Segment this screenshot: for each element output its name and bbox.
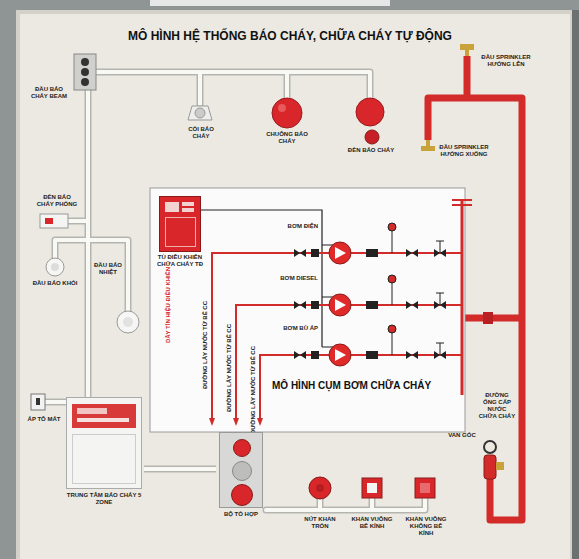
cabinet-door (165, 217, 196, 247)
device-label: ĐÈN BÁO CHÁY PHÒNG (34, 194, 80, 208)
device-label: KHẨN VUÔNG KHÔNG BỂ KÍNH (402, 516, 450, 537)
device-label: ĐẦU SPRINKLER HƯỚNG LÊN (480, 54, 532, 68)
device-label: ĐÈN BÁO CHÁY (345, 147, 397, 154)
pipe-label: ĐƯỜNG LẤY NƯỚC TỪ BỂ CC (250, 346, 257, 434)
node-label: TRUNG TÂM BÁO CHÁY 5 ZONE (64, 492, 144, 506)
conduit (144, 467, 216, 471)
node-label: TỦ ĐIỀU KHIỂN CHỮA CHÁY TĐ (154, 254, 206, 268)
combo-light (233, 439, 251, 457)
device-label: ĐẦU BÁO CHÁY BEAM (26, 86, 72, 100)
device-label: NÚT KHẨN TRÒN (296, 516, 344, 530)
board-title: MÔ HÌNH HỆ THỐNG BÁO CHÁY, CHỮA CHÁY TỰ … (90, 30, 490, 44)
panel-leds (77, 418, 129, 422)
conduit-outline (144, 465, 216, 472)
device-label: VAN GÓC (444, 432, 480, 439)
device-label: BƠM DIESEL (278, 275, 318, 282)
combo-speaker (232, 461, 252, 481)
device-label: CÒI BÁO CHÁY (180, 126, 222, 140)
node-label: BỘ TỔ HỢP (216, 511, 266, 518)
cabinet-panel (182, 202, 194, 206)
device-label: CHUÔNG BÁO CHÁY (257, 131, 317, 145)
combo-body (219, 432, 263, 508)
panel-display (77, 408, 107, 414)
device-label: ĐƯỜNG ỐNG CẤP NƯỚC CHỮA CHÁY (478, 392, 516, 420)
control-cabinet: TỦ ĐIỀU KHIỂN CHỮA CHÁY TĐ (154, 196, 206, 268)
fire-alarm-control-panel: TRUNG TÂM BÁO CHÁY 5 ZONE (64, 397, 144, 506)
cabinet-panel (165, 202, 179, 212)
device-label: BƠM ĐIỆN (278, 223, 318, 230)
cabinet-panel (182, 208, 194, 212)
device-label: ĐẦU SPRINKLER HƯỚNG XUỐNG (438, 144, 490, 158)
wire-connector (144, 468, 216, 469)
panel-heading: MÔ HÌNH CỤM BƠM CHỮA CHÁY (272, 380, 431, 392)
device-label: BƠM BÙ ÁP (278, 325, 318, 332)
device-label: KHẨN VUÔNG BỂ KÍNH (350, 516, 394, 530)
panel-body (66, 397, 142, 489)
device-label: ĐẦU BÁO KHÓI (30, 280, 80, 287)
device-label: ĐẦU BÁO NHIỆT (94, 262, 122, 276)
pipe-label: DÂY TÍN HIỆU ĐIỀU KHIỂN (165, 267, 172, 343)
panel-door (72, 434, 136, 484)
pipe-label: ĐƯỜNG LẤY NƯỚC TỪ BỂ CC (226, 324, 233, 412)
device-label: ÁP TÔ MÁT (24, 416, 64, 423)
pipe-label: ĐƯỜNG LẤY NƯỚC TỪ BỂ CC (202, 301, 209, 389)
combo-button (231, 484, 253, 506)
pump-cluster-panel: MÔ HÌNH CỤM BƠM CHỮA CHÁY TỦ ĐIỀU KHIỂN C… (150, 188, 465, 432)
combination-unit: BỘ TỔ HỢP (216, 432, 266, 518)
cabinet-body (159, 196, 201, 252)
